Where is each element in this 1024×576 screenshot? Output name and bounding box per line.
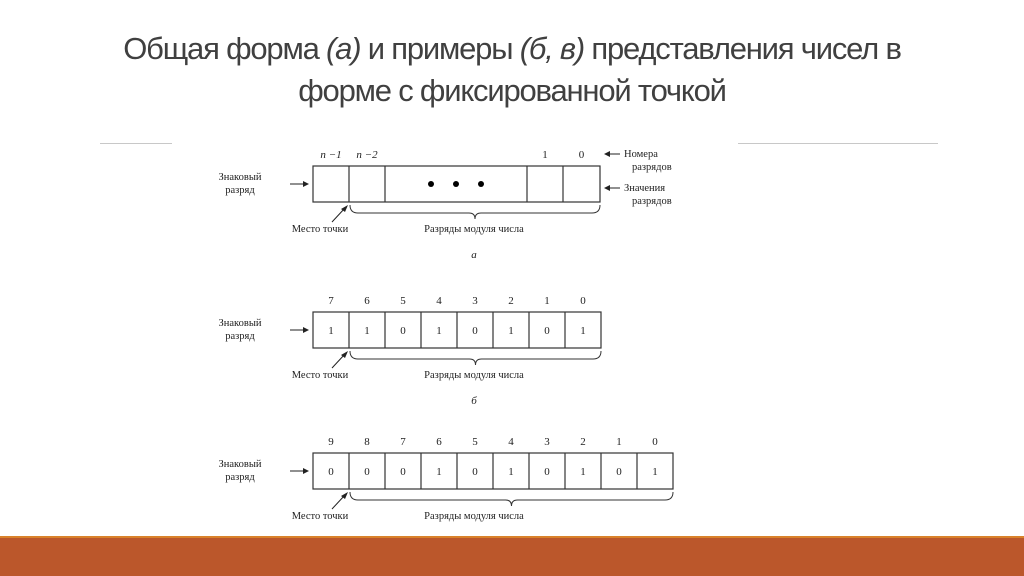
bit-index: 3 — [472, 295, 478, 307]
bit-index: 0 — [652, 436, 658, 448]
sign-arrow-head — [303, 327, 309, 333]
bit-index: 6 — [364, 295, 370, 307]
bit-index: 1 — [542, 149, 548, 161]
diagram-image — [172, 128, 738, 536]
bit-value: 1 — [580, 325, 586, 337]
title-text: и примеры — [360, 31, 520, 66]
digit-values-arrow-head — [604, 185, 610, 191]
digit-values-label: разрядов — [632, 196, 672, 207]
bit-value: 1 — [436, 466, 442, 478]
bit-index: 4 — [508, 436, 514, 448]
sign-bit-label: Знаковый — [219, 172, 262, 183]
bit-index: n −2 — [356, 149, 378, 161]
ellipsis-dot — [478, 181, 484, 187]
bit-index: 0 — [579, 149, 585, 161]
sign-bit-label: Знаковый — [219, 459, 262, 470]
magnitude-brace — [349, 491, 674, 507]
bit-index: 7 — [328, 295, 334, 307]
bit-index: 1 — [544, 295, 550, 307]
magnitude-digits-label: Разряды модуля числа — [424, 511, 524, 522]
bit-index: 5 — [472, 436, 478, 448]
title-line-2: форме с фиксированной точкой — [298, 73, 727, 108]
point-arrow-head — [341, 492, 348, 499]
bit-index: 4 — [436, 295, 442, 307]
divider-left — [100, 143, 172, 144]
point-location-label: Место точки — [292, 224, 349, 235]
bit-value: 1 — [508, 325, 514, 337]
magnitude-brace — [349, 204, 601, 220]
ellipsis-dot — [453, 181, 459, 187]
sign-bit-label: разряд — [225, 331, 255, 342]
bit-index: 6 — [436, 436, 442, 448]
digit-numbers-arrow-head — [604, 151, 610, 157]
digit-numbers-label: разрядов — [632, 162, 672, 173]
sign-arrow-head — [303, 468, 309, 474]
bit-index: 1 — [616, 436, 622, 448]
magnitude-digits-label: Разряды модуля числа — [424, 224, 524, 235]
bit-value: 1 — [580, 466, 586, 478]
magnitude-digits-label: Разряды модуля числа — [424, 370, 524, 381]
title-text-italic: (б, в) — [519, 31, 586, 66]
point-location-label: Место точки — [292, 511, 349, 522]
bit-value: 0 — [400, 325, 406, 337]
panel-caption: б — [471, 395, 477, 407]
bit-index: 7 — [400, 436, 406, 448]
footer-bar — [0, 536, 1024, 576]
point-arrow-head — [341, 351, 348, 358]
magnitude-brace — [349, 350, 602, 366]
bit-value: 1 — [436, 325, 442, 337]
sign-bit-label: разряд — [225, 472, 255, 483]
sign-arrow-head — [303, 181, 309, 187]
register-box — [312, 165, 601, 203]
sign-bit-label: разряд — [225, 185, 255, 196]
bit-value: 1 — [508, 466, 514, 478]
bit-value: 0 — [400, 466, 406, 478]
divider-right — [738, 143, 938, 144]
ellipsis-dot — [428, 181, 434, 187]
bit-value: 0 — [544, 325, 550, 337]
slide-title: Общая форма (а) и примеры (б, в) предста… — [0, 28, 1024, 112]
bit-index: 3 — [544, 436, 550, 448]
bit-index: n −1 — [320, 149, 341, 161]
title-text-italic: (а) — [326, 31, 362, 66]
bit-index: 9 — [328, 436, 334, 448]
point-location-label: Место точки — [292, 370, 349, 381]
bit-value: 1 — [364, 325, 370, 337]
title-text: представления чисел в — [584, 31, 902, 66]
title-line-1: Общая форма (а) и примеры (б, в) предста… — [123, 31, 902, 66]
bit-value: 1 — [652, 466, 658, 478]
bit-value: 0 — [472, 325, 478, 337]
bit-value: 0 — [364, 466, 370, 478]
point-arrow-head — [341, 205, 348, 212]
bit-value: 0 — [616, 466, 622, 478]
bit-index: 2 — [580, 436, 586, 448]
bit-value: 0 — [328, 466, 334, 478]
digit-numbers-label: Номера — [624, 149, 658, 160]
sign-bit-label: Знаковый — [219, 318, 262, 329]
bit-index: 8 — [364, 436, 370, 448]
title-text: Общая форма — [123, 31, 327, 66]
digit-values-label: Значения — [624, 183, 665, 194]
bit-value: 0 — [544, 466, 550, 478]
bit-value: 1 — [328, 325, 334, 337]
bit-value: 0 — [472, 466, 478, 478]
panel-caption: а — [471, 249, 477, 261]
bit-index: 0 — [580, 295, 586, 307]
bit-index: 5 — [400, 295, 406, 307]
bit-index: 2 — [508, 295, 514, 307]
